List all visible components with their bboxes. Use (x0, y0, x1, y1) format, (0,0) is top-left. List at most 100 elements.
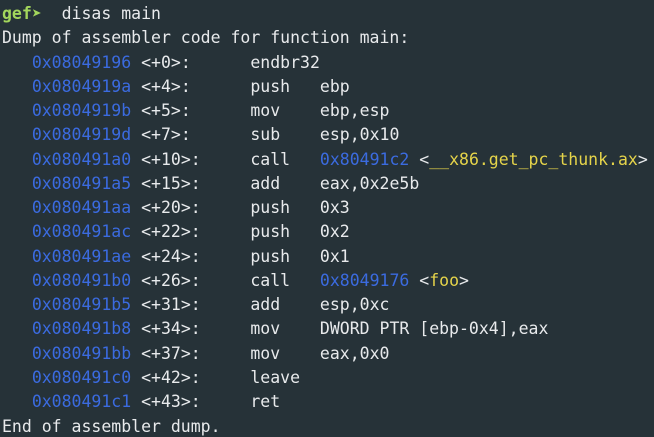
instruction-mnemonic: mov (250, 319, 320, 339)
instruction-address[interactable]: 0x080491a0 (31, 149, 132, 169)
instruction-mnemonic: mov (250, 101, 320, 121)
address-gap (131, 368, 141, 387)
disassembly-row: 0x080491ac <+22>: push 0x2 (2, 220, 654, 244)
instruction-address[interactable]: 0x080491b0 (31, 270, 132, 290)
address-gap (131, 53, 141, 72)
row-indent (2, 222, 32, 241)
disassembly-row: 0x08049196 <+0>: endbr32 (2, 51, 654, 75)
instruction-offset: <+34>: (141, 319, 251, 339)
row-indent (2, 392, 32, 411)
instruction-offset: <+43>: (141, 392, 251, 412)
dump-footer: End of assembler dump. (2, 415, 654, 437)
row-indent (2, 101, 32, 120)
instruction-address[interactable]: 0x080491aa (31, 198, 132, 218)
row-indent (2, 125, 32, 144)
row-indent (2, 319, 32, 338)
address-gap (131, 271, 141, 290)
instruction-offset: <+37>: (141, 343, 251, 363)
instruction-offset: <+20>: (141, 198, 251, 218)
symbol-open-bracket: < (419, 270, 430, 290)
instruction-address[interactable]: 0x080491ae (31, 246, 132, 266)
instruction-offset: <+42>: (141, 367, 251, 387)
call-target-symbol[interactable]: __x86.get_pc_thunk.ax (429, 149, 638, 169)
disassembly-row: 0x080491b5 <+31>: add esp,0xc (2, 293, 654, 317)
instruction-address[interactable]: 0x0804919b (31, 101, 132, 121)
dump-footer-text: End of assembler dump. (2, 416, 221, 436)
instruction-mnemonic: push (250, 246, 320, 266)
row-indent (2, 53, 32, 72)
instruction-offset: <+31>: (141, 295, 251, 315)
instruction-address[interactable]: 0x080491b8 (31, 319, 132, 339)
instruction-address[interactable]: 0x080491c1 (31, 392, 132, 412)
instruction-address[interactable]: 0x080491b5 (31, 295, 132, 315)
prompt-arrow-icon: ➤ (31, 4, 42, 23)
disassembly-row: 0x080491ae <+24>: push 0x1 (2, 245, 654, 269)
instruction-mnemonic: push (250, 76, 320, 96)
instruction-mnemonic: ret (250, 392, 281, 412)
instruction-mnemonic: add (250, 173, 320, 193)
prompt-line: gef➤ disas main (2, 2, 654, 26)
symbol-close-bracket: > (637, 149, 648, 169)
instruction-address[interactable]: 0x08049196 (31, 52, 132, 72)
instruction-address[interactable]: 0x0804919d (31, 125, 132, 145)
instruction-address[interactable]: 0x080491bb (31, 343, 132, 363)
instruction-operands: esp,0xc (319, 295, 390, 315)
disassembly-row: 0x080491bb <+37>: mov eax,0x0 (2, 342, 654, 366)
instruction-operands: esp,0x10 (319, 125, 400, 145)
instruction-operands: DWORD PTR [ebp-0x4],eax (319, 319, 549, 339)
address-gap (131, 222, 141, 241)
row-indent (2, 150, 32, 169)
instruction-mnemonic: endbr32 (250, 52, 320, 72)
gef-prompt-label: gef (2, 4, 32, 23)
instruction-address[interactable]: 0x080491c0 (31, 367, 132, 387)
row-indent (2, 344, 32, 363)
instruction-offset: <+15>: (141, 173, 251, 193)
row-indent (2, 271, 32, 290)
instruction-mnemonic: sub (250, 125, 320, 145)
call-target-symbol[interactable]: foo (429, 270, 460, 290)
disassembly-list: 0x08049196 <+0>: endbr32 0x0804919a <+4>… (2, 51, 654, 415)
address-gap (131, 174, 141, 193)
instruction-mnemonic: mov (250, 343, 320, 363)
instruction-mnemonic: call (250, 270, 320, 290)
disassembly-row: 0x080491c0 <+42>: leave (2, 366, 654, 390)
disassembly-row: 0x080491b0 <+26>: call 0x8049176 <foo> (2, 269, 654, 293)
prompt-separator (42, 4, 62, 23)
address-gap (131, 295, 141, 314)
address-gap (131, 247, 141, 266)
address-gap (131, 125, 141, 144)
symbol-open-bracket: < (419, 149, 430, 169)
instruction-offset: <+7>: (141, 125, 251, 145)
row-indent (2, 368, 32, 387)
call-target-address[interactable]: 0x80491c2 (319, 149, 410, 169)
instruction-address[interactable]: 0x080491a5 (31, 173, 132, 193)
instruction-mnemonic: add (250, 295, 320, 315)
disassembly-row: 0x0804919b <+5>: mov ebp,esp (2, 99, 654, 123)
row-indent (2, 295, 32, 314)
disassembly-row: 0x0804919d <+7>: sub esp,0x10 (2, 123, 654, 147)
instruction-address[interactable]: 0x0804919a (31, 76, 132, 96)
address-gap (131, 77, 141, 96)
instruction-offset: <+5>: (141, 101, 251, 121)
instruction-address[interactable]: 0x080491ac (31, 222, 132, 242)
symbol-close-bracket: > (459, 270, 469, 290)
call-target-address[interactable]: 0x8049176 (319, 270, 410, 290)
row-indent (2, 198, 32, 217)
disassembly-row: 0x080491aa <+20>: push 0x3 (2, 196, 654, 220)
instruction-operands: eax,0x2e5b (319, 173, 420, 193)
dump-header-text: Dump of assembler code for function main… (2, 28, 410, 48)
instruction-offset: <+0>: (141, 52, 251, 72)
target-gap (409, 271, 419, 290)
address-gap (131, 344, 141, 363)
instruction-mnemonic: leave (250, 367, 301, 387)
instruction-operands: ebp (319, 76, 350, 96)
disassembly-row: 0x080491a5 <+15>: add eax,0x2e5b (2, 172, 654, 196)
instruction-offset: <+26>: (141, 270, 251, 290)
address-gap (131, 198, 141, 217)
command-input[interactable]: disas main (61, 4, 161, 23)
instruction-mnemonic: call (250, 149, 320, 169)
instruction-offset: <+22>: (141, 222, 251, 242)
disassembly-row: 0x080491a0 <+10>: call 0x80491c2 <__x86.… (2, 148, 654, 172)
